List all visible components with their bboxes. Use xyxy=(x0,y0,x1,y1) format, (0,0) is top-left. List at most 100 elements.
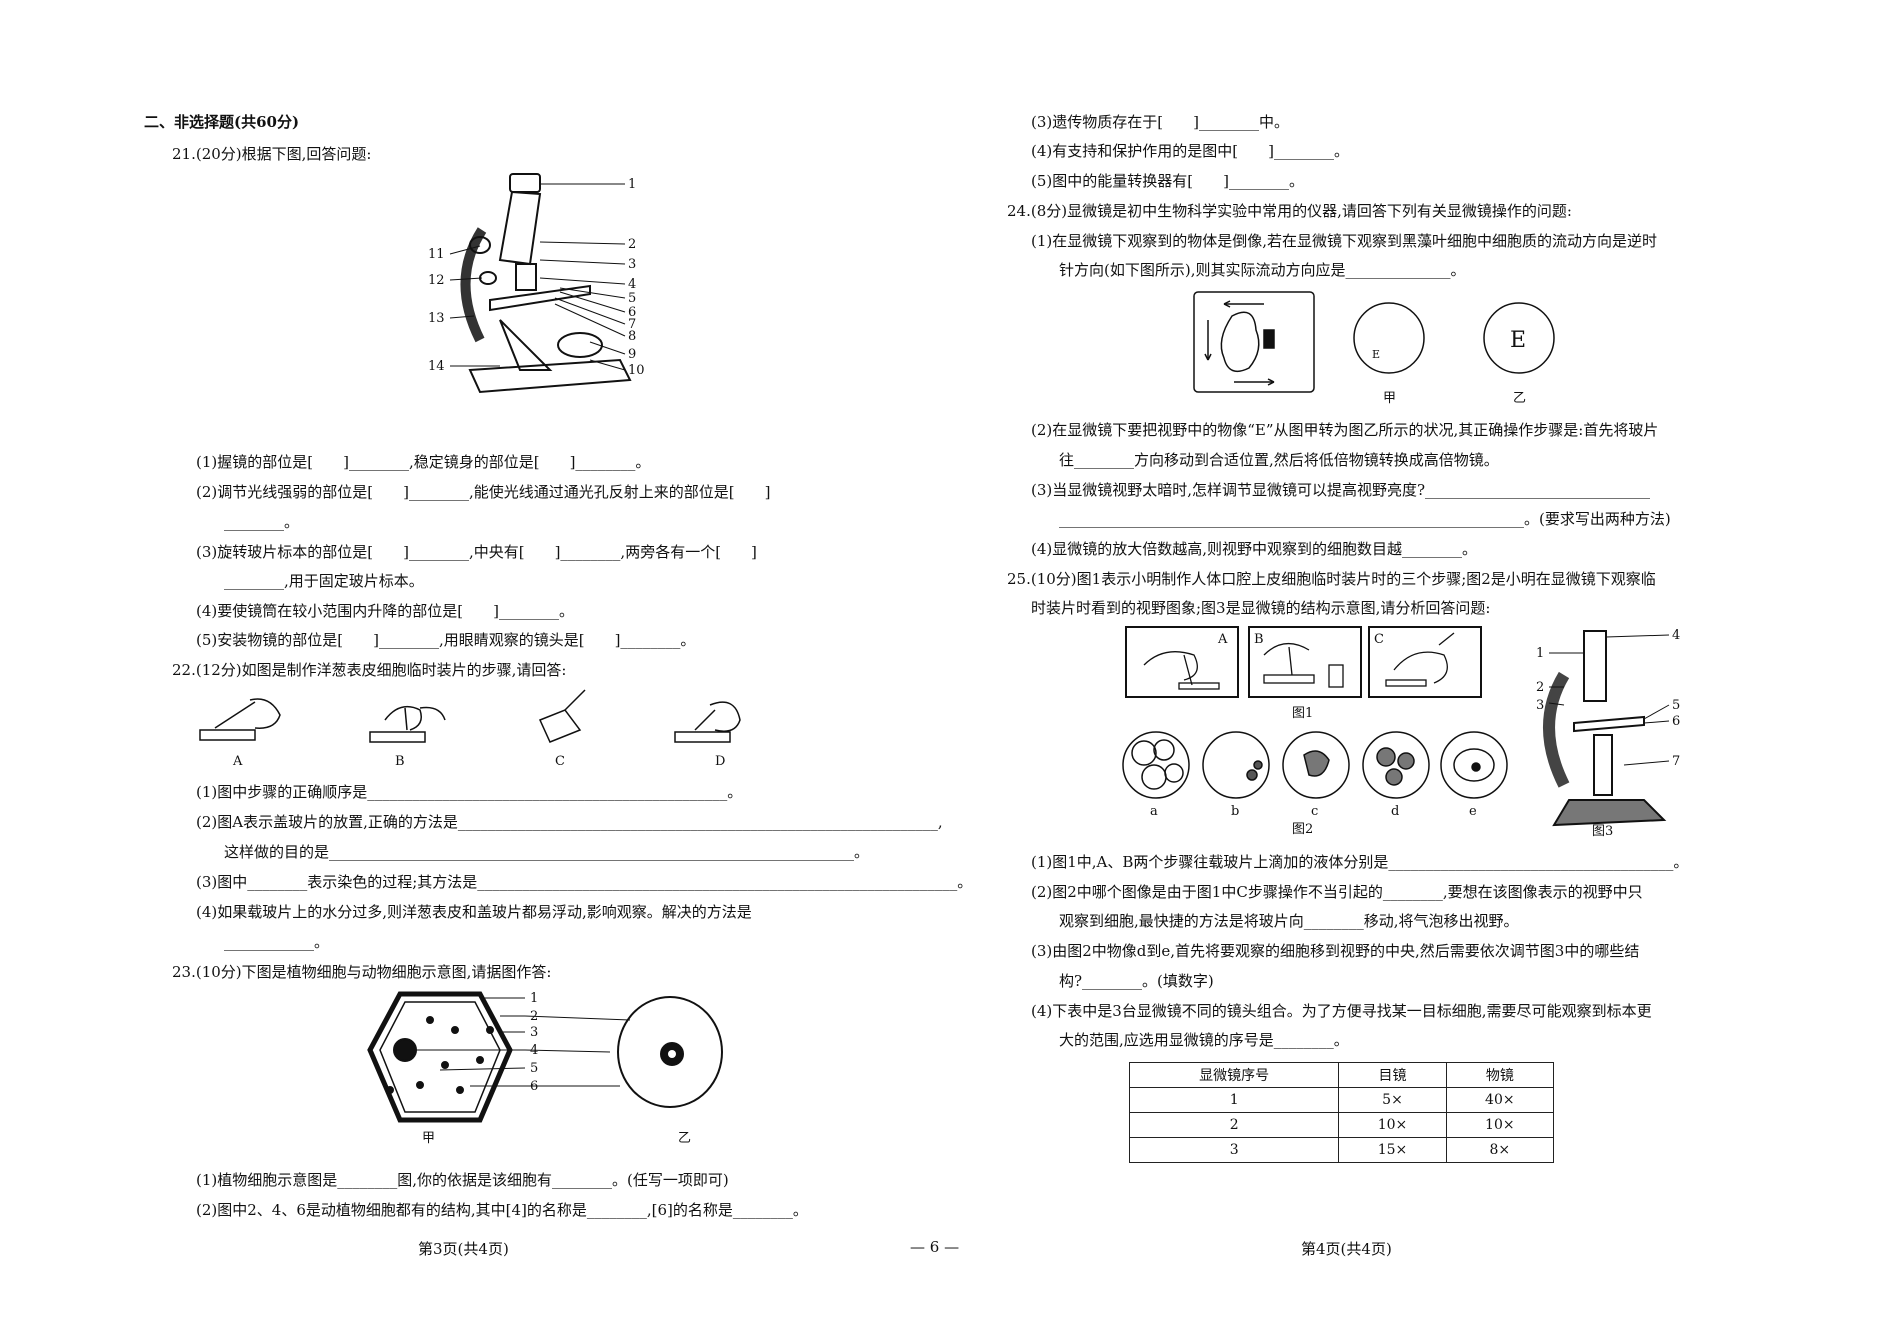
fig2-view-e xyxy=(1440,731,1508,799)
q23-sub5: (5)图中的能量转换器有[ ]________。 xyxy=(1031,172,1304,190)
microscope-lens-table: 显微镜序号 目镜 物镜 1 5× 40× 2 10× 10× 3 15× 8× xyxy=(1128,1062,1555,1163)
q21-label-13: 13 xyxy=(428,311,445,326)
base-shape xyxy=(468,358,632,394)
q22-sub4a: (4)如果载玻片上的水分过多,则洋葱表皮和盖玻片都易浮动,影响观察。解决的方法是 xyxy=(196,903,752,921)
q22-step-b-drawing xyxy=(369,705,446,743)
right-page-footer: 第4页(共4页) xyxy=(1301,1240,1392,1258)
q24-sub1a: (1)在显微镜下观察到的物体是倒像,若在显微镜下观察到黑藻叶细胞中细胞质的流动方… xyxy=(1031,232,1658,250)
q21-label-4: 4 xyxy=(628,277,636,292)
q22-step-c-drawing xyxy=(538,689,586,743)
section-title: 二、非选择题(共60分) xyxy=(144,113,300,131)
q25-stem2: 时装片时看到的视野图象;图3是显微镜的结构示意图,请分析回答问题: xyxy=(1031,599,1491,617)
q24-sub3a: (3)当显微镜视野太暗时,怎样调节显微镜可以提高视野亮度?___________… xyxy=(1031,481,1651,499)
q21-label-3: 3 xyxy=(628,257,636,272)
fig3-label-3: 3 xyxy=(1536,698,1544,713)
q23-label-5: 5 xyxy=(530,1061,538,1076)
q21-sub5: (5)安装物镜的部位是[ ]________,用眼睛观察的镜头是[ ]_____… xyxy=(196,631,696,649)
q23-sub2: (2)图中2、4、6是动植物细胞都有的结构,其中[4]的名称是________,… xyxy=(196,1201,808,1219)
q24-sub3b: ________________________________________… xyxy=(1059,510,1671,528)
q22-sub2a: (2)图A表示盖玻片的放置,正确的方法是____________________… xyxy=(196,813,943,831)
q21-label-9: 9 xyxy=(628,347,636,362)
fig3-caption: 图3 xyxy=(1592,824,1613,839)
q25-sub2b: 观察到细胞,最快捷的方法是将玻片向________移动,将气泡移出视野。 xyxy=(1059,912,1519,930)
q21-sub2b: ________。 xyxy=(224,513,300,531)
fig1-step-a: A xyxy=(1217,632,1228,647)
fig3-label-4: 4 xyxy=(1672,628,1680,643)
q23-cells-figure: 1 2 3 4 5 6 甲 乙 xyxy=(367,991,723,1146)
fig1-step-c: C xyxy=(1374,632,1384,647)
q22-step-a-drawing xyxy=(199,698,281,741)
fig1-caption: 图1 xyxy=(1292,706,1313,721)
fig1-panel-b xyxy=(1248,626,1362,698)
fig1-step-b: B xyxy=(1254,632,1264,647)
left-page: 二、非选择题(共60分) 21.(20分)根据下图,回答问题: xyxy=(144,113,972,1258)
table-row: 3 15× 8× xyxy=(1128,1137,1555,1163)
fine-knob-shape xyxy=(479,271,497,285)
nosepiece-shape xyxy=(515,263,537,291)
q21-label-7: 7 xyxy=(628,317,636,332)
q23-sub1: (1)植物细胞示意图是________图,你的依据是该细胞有________。(… xyxy=(196,1171,729,1189)
q23-label-2: 2 xyxy=(530,1009,538,1024)
q23-sub3: (3)遗传物质存在于[ ]________中。 xyxy=(1031,113,1289,131)
table-row: 1 5× 40× xyxy=(1128,1087,1555,1113)
q21-label-6: 6 xyxy=(628,305,636,320)
fig3-label-6: 6 xyxy=(1672,714,1680,729)
right-page: (3)遗传物质存在于[ ]________中。 (4)有支持和保护作用的是图中[… xyxy=(939,0,1878,1326)
eyepiece-shape xyxy=(509,173,541,193)
q25-sub4a: (4)下表中是3台显微镜不同的镜头组合。为了方便寻找某一目标细胞,需要尽可能观察… xyxy=(1031,1002,1652,1020)
view-label-jia: 甲 xyxy=(1383,391,1396,406)
q25-sub2a: (2)图2中哪个图像是由于图1中C步骤操作不当引起的________,要想在该图… xyxy=(1031,883,1643,901)
q25-sub3b: 构?________。(填数字) xyxy=(1059,972,1214,990)
animal-cell-drawing xyxy=(617,996,723,1108)
q22-step-label-c: C xyxy=(555,754,565,769)
fig2-view-b xyxy=(1202,731,1270,799)
table-cell: 10× xyxy=(1338,1112,1447,1138)
q24-sub4: (4)显微镜的放大倍数越高,则视野中观察到的细胞数目越________。 xyxy=(1031,540,1478,558)
fig2-view-d xyxy=(1362,731,1430,799)
q25-sub1: (1)图1中,A、B两个步骤往载玻片上滴加的液体分别是_____________… xyxy=(1031,853,1689,871)
q24-sub2a: (2)在显微镜下要把视野中的物像“E”从图甲转为图乙所示的状况,其正确操作步骤是… xyxy=(1031,421,1659,439)
q22-step-d-drawing xyxy=(674,701,741,743)
q25-sub4b: 大的范围,应选用显微镜的序号是________。 xyxy=(1059,1031,1349,1049)
fig1-panel-c xyxy=(1368,626,1482,698)
q22-step-label-a: A xyxy=(232,754,243,769)
q23-label-6: 6 xyxy=(530,1079,538,1094)
coarse-knob-shape xyxy=(469,236,491,254)
q21-label-8: 8 xyxy=(628,329,636,344)
q21-label-2: 2 xyxy=(628,237,636,252)
field-of-view-yi xyxy=(1483,302,1555,374)
table-header-row: 显微镜序号 目镜 物镜 xyxy=(1128,1062,1555,1088)
fig3-microscope-drawing xyxy=(1543,630,1667,827)
q22-sub3: (3)图中________表示染色的过程;其方法是_______________… xyxy=(196,873,973,891)
table-cell: 8× xyxy=(1445,1137,1555,1163)
fig2-view-a xyxy=(1122,731,1190,799)
table-cell: 3 xyxy=(1128,1137,1340,1163)
q24-sub2b: 往________方向移动到合适位置,然后将低倍物镜转换成高倍物镜。 xyxy=(1059,451,1499,469)
q25-figures: A B C 图1 a b c d e 图2 xyxy=(1122,626,1680,839)
q23-cell-name-jia: 甲 xyxy=(422,1131,435,1146)
plant-cell-drawing xyxy=(367,991,513,1123)
table-cell: 10× xyxy=(1445,1112,1555,1138)
pillar-shape xyxy=(499,319,553,371)
table-cell: 40× xyxy=(1445,1087,1555,1113)
arm-shape xyxy=(460,227,487,343)
fig3-label-2: 2 xyxy=(1536,680,1544,695)
view-label-yi: 乙 xyxy=(1513,391,1526,406)
q21-sub1: (1)握镜的部位是[ ]________,稳定镜身的部位是[ ]________… xyxy=(196,453,651,471)
q21-label-14: 14 xyxy=(428,359,445,374)
table-header-cell: 显微镜序号 xyxy=(1128,1062,1340,1088)
fig1-panel-a xyxy=(1125,626,1239,698)
q25-sub3a: (3)由图2中物像d到e,首先将要观察的细胞移到视野的中央,然后需要依次调节图3… xyxy=(1031,942,1640,960)
q23-label-1: 1 xyxy=(530,991,538,1006)
left-page-footer: 第3页(共4页) xyxy=(418,1240,509,1258)
q22-stem: 22.(12分)如图是制作洋葱表皮细胞临时装片的步骤,请回答: xyxy=(172,661,567,679)
cytoplasm-flow-diagram xyxy=(1193,291,1315,393)
table-cell: 1 xyxy=(1128,1087,1340,1113)
fig3-label-7: 7 xyxy=(1672,754,1680,769)
q22-step-label-d: D xyxy=(715,754,725,769)
q21-label-11: 11 xyxy=(428,247,445,262)
q23-sub4: (4)有支持和保护作用的是图中[ ]________。 xyxy=(1031,142,1349,160)
q21-label-12: 12 xyxy=(428,273,445,288)
fig2-label-c: c xyxy=(1311,804,1318,819)
q24-stem: 24.(8分)显微镜是初中生物科学实验中常用的仪器,请回答下列有关显微镜操作的问… xyxy=(1007,202,1572,220)
